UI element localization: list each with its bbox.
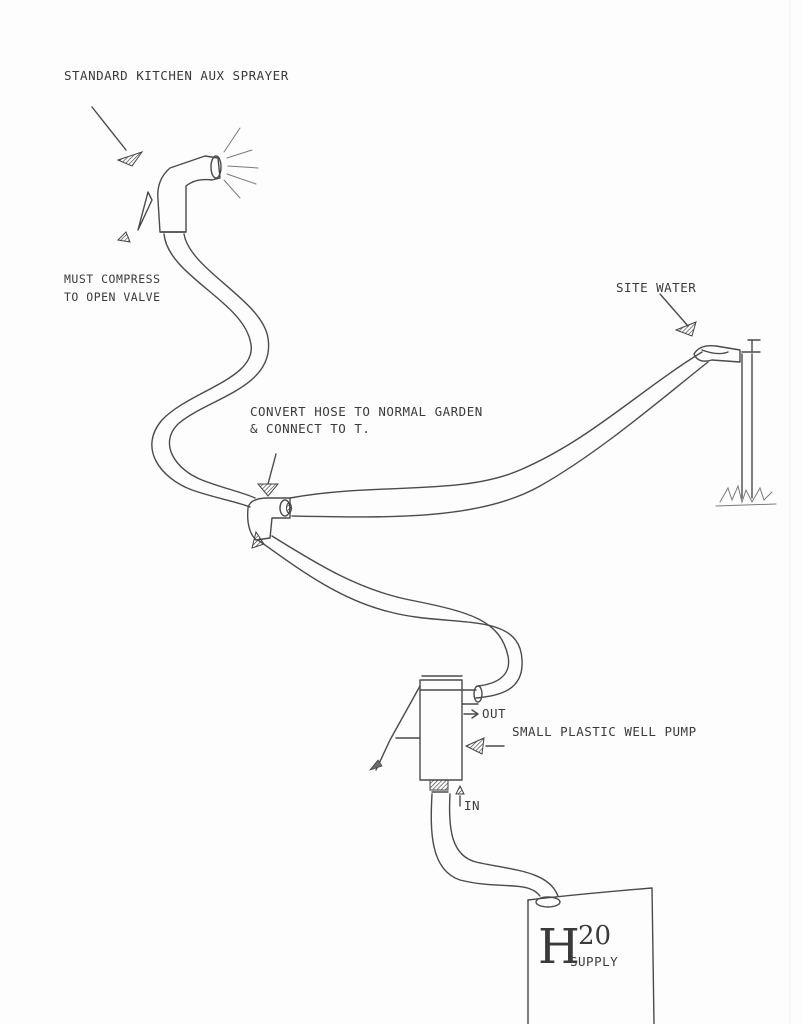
site-water-tap [693, 339, 777, 507]
hose-tee-to-site-water [289, 351, 709, 518]
sprayer-arrow [91, 106, 144, 167]
in-label: IN [464, 798, 481, 813]
compress-arrow [116, 231, 131, 243]
pump-arrow [464, 737, 505, 755]
sprayer-label: STANDARD KITCHEN AUX SPRAYER [64, 68, 289, 83]
hose-sprayer-to-tee [151, 233, 270, 508]
water-supply-tank [527, 887, 655, 1024]
hose-tee-to-pump [257, 535, 523, 703]
pump-label: SMALL PLASTIC WELL PUMP [512, 724, 697, 739]
convert-label-line2: & CONNECT TO T. [250, 421, 371, 436]
out-arrow [463, 709, 479, 719]
hose-supply-to-pump [430, 793, 561, 908]
supply-20-label: 20 [578, 921, 612, 951]
site-water-arrow [659, 293, 697, 337]
convert-label-line1: CONVERT HOSE TO NORMAL GARDEN [250, 404, 483, 419]
compress-label-line1: MUST COMPRESS [64, 272, 161, 286]
tee-arrow [256, 453, 280, 497]
in-arrow [455, 784, 465, 807]
kitchen-sprayer [137, 127, 259, 233]
well-pump [368, 675, 479, 793]
compress-label-line2: TO OPEN VALVE [64, 290, 161, 304]
supply-h-label: H [538, 919, 580, 975]
supply-word-label: SUPPLY [570, 954, 619, 969]
tee-fitting [246, 497, 292, 549]
out-label: OUT [482, 706, 507, 721]
site-water-label: SITE WATER [616, 280, 697, 295]
